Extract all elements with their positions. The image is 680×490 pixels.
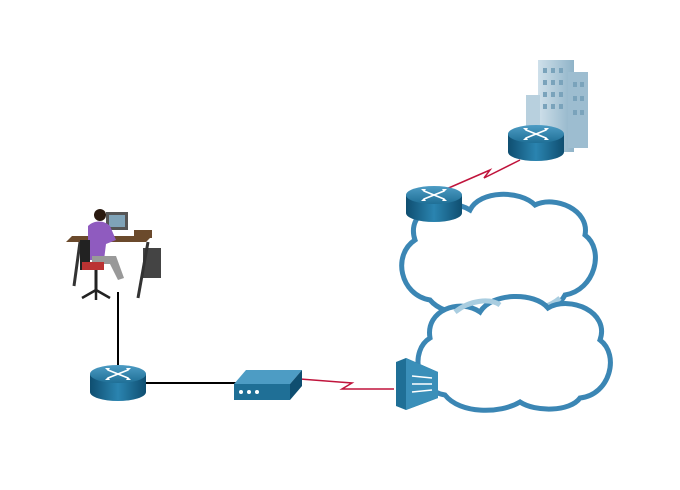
serial-link-modem-wan	[299, 378, 394, 390]
isp-router-icon[interactable]	[405, 185, 463, 223]
wan-switch-icon[interactable]	[396, 358, 438, 410]
user-workstation-icon[interactable]	[66, 209, 161, 300]
local-router-icon[interactable]	[89, 364, 147, 402]
serial-link-isp-enterprise	[443, 159, 521, 191]
modem-icon[interactable]	[234, 370, 302, 400]
cloud-lower-icon	[415, 294, 613, 413]
enterprise-router-icon[interactable]	[507, 124, 565, 162]
